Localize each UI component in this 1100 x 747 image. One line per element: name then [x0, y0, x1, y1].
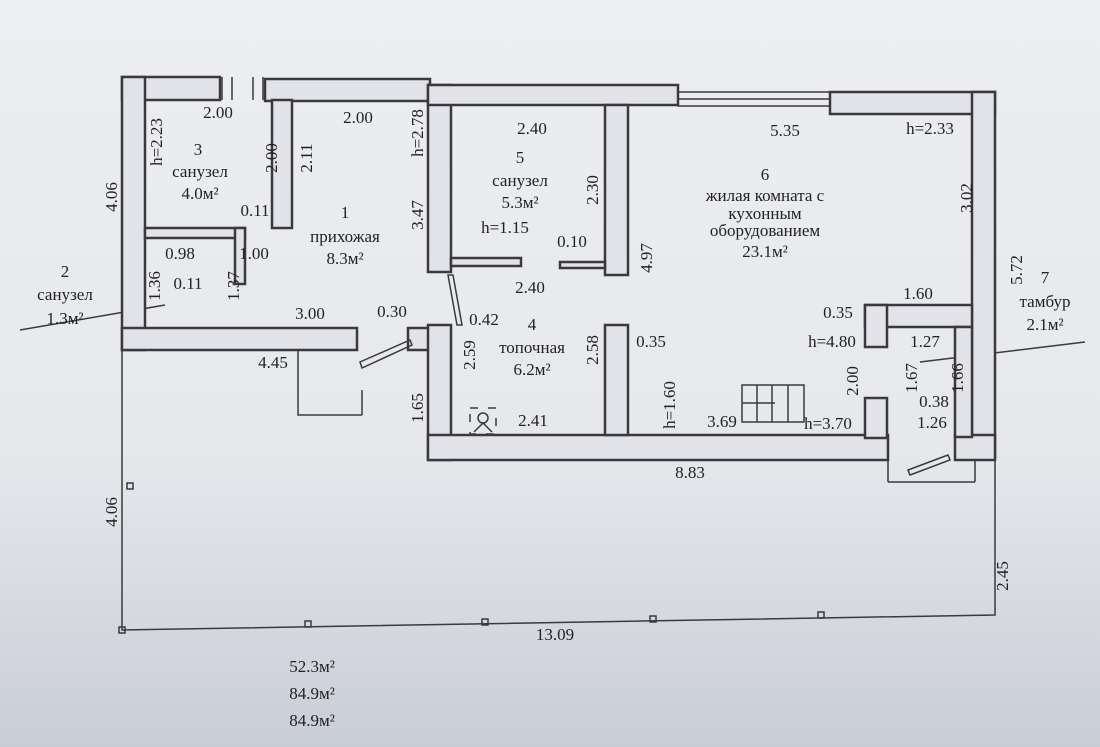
dim-label: 3.02 [957, 183, 976, 213]
room-6-name-line2: кухонным [728, 204, 801, 223]
dim-label: 2.00 [343, 108, 373, 127]
dim-label: 0.10 [557, 232, 587, 251]
dim-label: 0.98 [165, 244, 195, 263]
dim-label: 2.11 [297, 143, 316, 172]
room-labels: 1 прихожая 8.3м² 2 санузел 1.3м² 3 сануз… [37, 140, 1070, 379]
room-5-area: 5.3м² [501, 193, 538, 212]
room-6-name-line3: оборудованием [710, 221, 821, 240]
dim-label: 2.00 [262, 143, 281, 173]
total-area: 84.9м² [289, 684, 335, 703]
survey-point-marker [817, 611, 825, 619]
dim-label: 2.59 [460, 340, 479, 370]
survey-point-marker [118, 626, 126, 634]
boiler-icon [469, 407, 497, 435]
room-7-area: 2.1м² [1026, 315, 1063, 334]
room-3-area: 4.0м² [181, 184, 218, 203]
dim-label: 0.30 [377, 302, 407, 321]
room-1-number: 1 [341, 203, 350, 222]
room-1-area: 8.3м² [326, 249, 363, 268]
dim-label: 1.65 [408, 393, 427, 423]
room-6-area: 23.1м² [742, 242, 788, 261]
dim-label: h=1.60 [660, 381, 679, 429]
plot-outline [19, 304, 1086, 634]
dim-label: 0.38 [919, 392, 949, 411]
dim-label: 3.47 [408, 200, 427, 230]
walls [120, 75, 997, 462]
dim-label: 2.58 [583, 335, 602, 365]
dim-label: 0.35 [823, 303, 853, 322]
dim-label: 1.67 [902, 363, 921, 393]
dim-label: h=3.70 [804, 414, 852, 433]
dim-label: 5.72 [1007, 255, 1026, 285]
room-6-number: 6 [761, 165, 770, 184]
room-2-number: 2 [61, 262, 70, 281]
dim-label: 1.37 [224, 271, 243, 301]
dim-label: 1.60 [903, 284, 933, 303]
room-5-number: 5 [516, 148, 525, 167]
doors [221, 77, 951, 476]
dim-label: 4.45 [258, 353, 288, 372]
dim-label: 2.40 [515, 278, 545, 297]
room-3-number: 3 [194, 140, 203, 159]
dim-label: 4.06 [102, 497, 121, 527]
dim-label: 1.26 [917, 413, 947, 432]
total-living-area: 52.3м² [289, 657, 335, 676]
dim-label: 2.45 [993, 561, 1012, 591]
dim-label: 2.30 [583, 175, 602, 205]
dim-label: 1.27 [910, 332, 940, 351]
dim-label: 2.00 [843, 366, 862, 396]
room-7-number: 7 [1041, 268, 1050, 287]
survey-point-marker [304, 620, 312, 628]
room-3-name: санузел [172, 162, 228, 181]
dim-label: h=2.23 [147, 118, 166, 166]
dim-label: 0.11 [240, 201, 269, 220]
window [677, 91, 831, 107]
dim-label: 3.00 [295, 304, 325, 323]
dim-label: 0.35 [636, 332, 666, 351]
dim-label: h=2.78 [408, 109, 427, 157]
dim-label: 1.00 [239, 244, 269, 263]
dim-label: 0.11 [173, 274, 202, 293]
survey-point-marker [481, 618, 489, 626]
staircase-icon [741, 384, 805, 423]
dim-label: 1.36 [145, 271, 164, 301]
dim-label: 2.00 [203, 103, 233, 122]
dim-label: 4.06 [102, 182, 121, 212]
room-4-number: 4 [528, 315, 537, 334]
room-4-name: топочная [499, 338, 565, 357]
room-2-name: санузел [37, 285, 93, 304]
room-6-name: жилая комната с [705, 186, 825, 205]
dim-label: 13.09 [536, 625, 574, 644]
room-4-area: 6.2м² [513, 360, 550, 379]
room-2-area: 1.3м² [46, 309, 83, 328]
dim-label: 2.40 [517, 119, 547, 138]
dim-label: 2.41 [518, 411, 548, 430]
room-1-name: прихожая [310, 227, 380, 246]
dim-label: h=4.80 [808, 332, 856, 351]
dim-label: 5.35 [770, 121, 800, 140]
dim-label: 8.83 [675, 463, 705, 482]
survey-point-marker [649, 615, 657, 623]
area-totals: 52.3м² 84.9м² 84.9м² [289, 657, 335, 730]
survey-point-marker [126, 482, 134, 490]
total-area-2: 84.9м² [289, 711, 335, 730]
dim-label: 3.69 [707, 412, 737, 431]
dim-label: 4.97 [637, 243, 656, 273]
dim-label: h=2.33 [906, 119, 954, 138]
leader-line [919, 341, 1086, 363]
dimension-labels: 2.00 2.00 2.40 5.35 h=2.33 0.11 0.98 1.0… [102, 103, 1026, 644]
dim-label: 0.42 [469, 310, 499, 329]
room-7-name: тамбур [1020, 292, 1071, 311]
dim-label: h=1.15 [481, 218, 529, 237]
room-5-name: санузел [492, 171, 548, 190]
dim-label: 1.66 [948, 363, 967, 393]
